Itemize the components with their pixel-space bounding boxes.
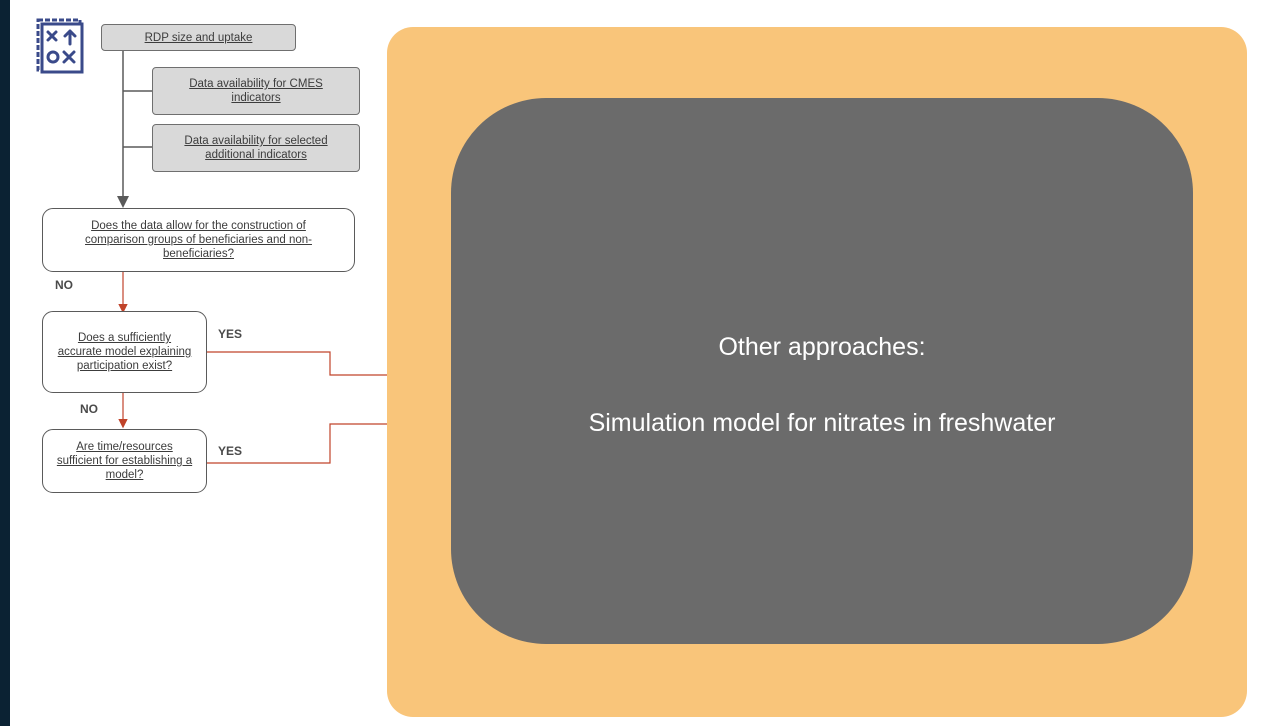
slide: RDP size and uptake Data availability fo… — [10, 0, 1262, 726]
rdp-label: RDP size and uptake — [144, 31, 253, 44]
strategy-icon — [34, 16, 86, 74]
yes-label-1: YES — [218, 327, 243, 341]
yes-label-2: YES — [218, 444, 243, 458]
question-model-exists: Does a sufficiently accurate model expla… — [42, 311, 207, 393]
rdp-box: RDP size and uptake — [101, 24, 296, 51]
no-label-1: NO — [55, 278, 73, 292]
no-label-2: NO — [80, 402, 98, 416]
question-resources-label: Are time/resources sufficient for establ… — [56, 441, 193, 481]
cmes-box: Data availability for CMES indicators — [152, 67, 360, 115]
question-comparison-label: Does the data allow for the construction… — [85, 220, 312, 260]
cmes-label: Data availability for CMES indicators — [189, 78, 323, 104]
question-resources: Are time/resources sufficient for establ… — [42, 429, 207, 493]
additional-box: Data availability for selected additiona… — [152, 124, 360, 172]
additional-label: Data availability for selected additiona… — [184, 135, 328, 161]
question-comparison-groups: Does the data allow for the construction… — [42, 208, 355, 272]
panel-subtitle: Simulation model for nitrates in freshwa… — [588, 409, 1056, 437]
panel-title: Other approaches: — [718, 333, 926, 361]
question-model-label: Does a sufficiently accurate model expla… — [57, 332, 192, 372]
other-approaches-panel — [451, 98, 1193, 644]
